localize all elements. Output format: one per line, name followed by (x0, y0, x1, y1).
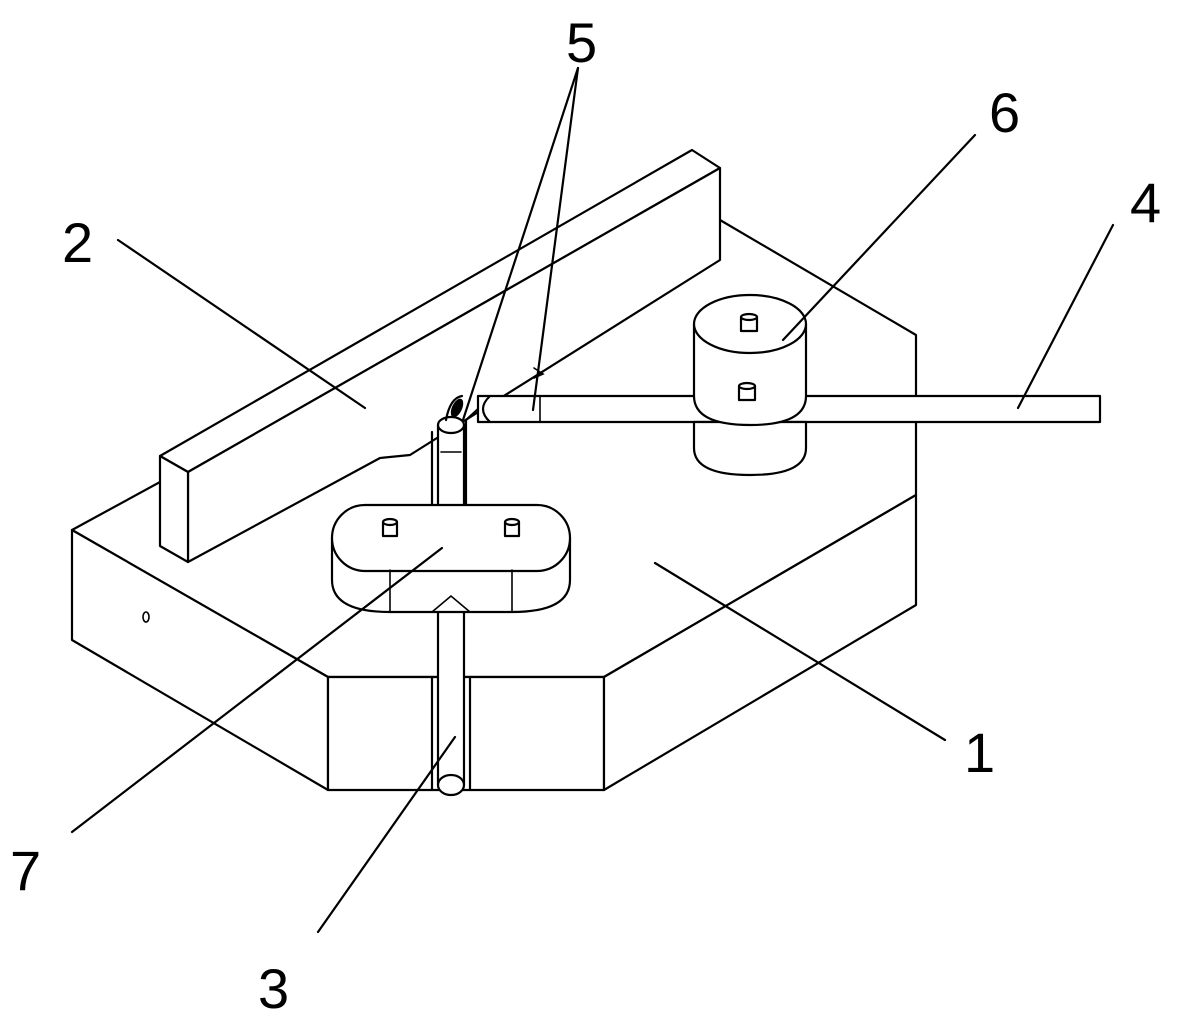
roller-6-bolt-side (737, 381, 757, 402)
roller-6-lower (692, 420, 808, 477)
label-2: 2 (62, 211, 93, 274)
guide-bar-end (158, 454, 190, 564)
leader-2 (116, 238, 367, 410)
base-right-face (602, 493, 918, 792)
leader-3 (316, 735, 457, 934)
rod-3-top-cap (436, 415, 466, 435)
leader-7 (70, 546, 444, 834)
rod-bend-tip (444, 394, 464, 422)
label-4: 4 (1130, 171, 1161, 234)
label-5: 5 (566, 11, 597, 74)
clamp-7-bolt-right (503, 517, 521, 538)
reference-numerals: 1 2 3 4 5 6 7 (10, 11, 1161, 1020)
label-7: 7 (10, 839, 41, 902)
roller-6-bolt-top (739, 312, 759, 333)
base-front-face (326, 675, 606, 792)
leader-5a (461, 66, 580, 422)
rod-4-end (481, 395, 491, 423)
side-hole (142, 611, 150, 623)
clamp-7 (330, 503, 572, 614)
leader-5b (531, 66, 580, 412)
clamp-7-top (330, 503, 572, 573)
rod-bend-dark (450, 398, 464, 418)
leader-1 (653, 561, 947, 742)
leader-6 (781, 133, 977, 342)
label-1: 1 (964, 721, 995, 784)
leader-lines (70, 66, 1115, 934)
leader-4 (1016, 223, 1115, 410)
clamp-7-notch (431, 594, 471, 613)
label-6: 6 (989, 81, 1020, 144)
roller-6 (692, 293, 808, 477)
guide-bar (158, 148, 722, 564)
clamp-7-bolt-left (381, 517, 399, 538)
label-3: 3 (258, 957, 289, 1020)
rod-3-end-cap (436, 773, 466, 797)
rod-3-lower (436, 608, 466, 787)
